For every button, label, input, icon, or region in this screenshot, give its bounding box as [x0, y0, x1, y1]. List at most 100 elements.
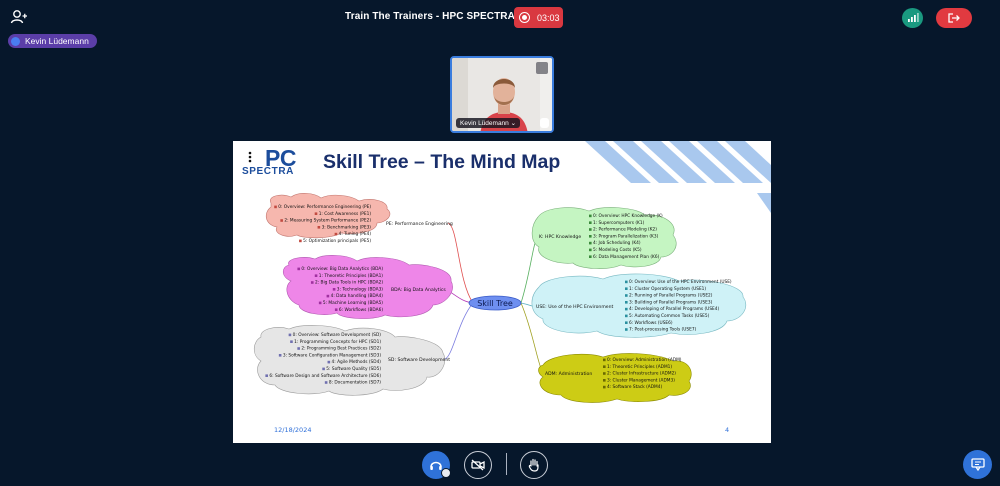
- mind-map-item-k-1[interactable]: 1: Supercomputers (K1): [593, 220, 645, 226]
- mind-map-item-use-2[interactable]: 2: Running of Parallel Programs (USE2): [629, 293, 713, 299]
- mind-map-item-sd-1[interactable]: 1: Programming Concepts for HPC (SD1): [294, 339, 381, 345]
- mind-map-item-bda-3[interactable]: 3: Technology (BDA3): [337, 286, 384, 292]
- branch-label-k[interactable]: K: HPC Knowledge: [539, 234, 581, 240]
- center-label: Skill Tree: [477, 299, 513, 308]
- mind-map-item-sd-6[interactable]: 6: Software Design and Software Architec…: [269, 373, 381, 379]
- mind-map-item-adm-1[interactable]: 1: Theoretic Principles (ADM1): [607, 364, 672, 370]
- mind-map-item-k-5[interactable]: 5: Modeling Costs (K5): [593, 247, 642, 253]
- leave-meeting-button[interactable]: [936, 8, 972, 28]
- mind-map-item-sd-2[interactable]: 2: Programming Best Practices (SD2): [301, 346, 381, 352]
- mind-map-item-use-7[interactable]: 7: Post-processing Tools (USE7): [629, 327, 697, 333]
- manage-users-icon[interactable]: [10, 9, 28, 25]
- center-node[interactable]: Skill Tree: [468, 295, 522, 311]
- mind-map-item-icon: [589, 235, 592, 238]
- webcam-tile[interactable]: Kevin Lüdemann ⌄: [450, 56, 554, 133]
- mind-map-item-use-4[interactable]: 4: Developing of Parallel Programs (USE4…: [629, 306, 720, 312]
- mind-map-item-bda-0[interactable]: 0: Overview: Big Data Analytics (BDA): [301, 266, 383, 272]
- audio-settings-badge[interactable]: [441, 468, 451, 478]
- mind-map-item-icon: [310, 281, 314, 284]
- mind-map-item-pe-3[interactable]: 3: Benchmarking (PE3): [322, 224, 372, 230]
- items-use: 0: Overview: Use of the HPC Environment …: [625, 279, 732, 333]
- record-icon: [519, 12, 530, 23]
- mind-map-item-use-0[interactable]: 0: Overview: Use of the HPC Environment …: [629, 279, 732, 285]
- slide-page-number: 4: [725, 426, 730, 434]
- mind-map-item-icon: [280, 219, 283, 222]
- mind-map-item-adm-4[interactable]: 4: Software Stack (ADM4): [607, 384, 662, 390]
- mind-map-item-icon: [334, 308, 338, 311]
- items-pe: 0: Overview: Performance Engineering (PE…: [274, 204, 371, 244]
- hand-icon: [528, 458, 539, 472]
- mind-map-item-sd-0[interactable]: 0: Overview: Software Development (SD): [293, 332, 382, 338]
- mind-map-item-icon: [318, 301, 322, 305]
- mind-map-item-icon: [332, 288, 336, 291]
- connection-status-button[interactable]: [902, 8, 923, 28]
- mind-map-item-bda-2[interactable]: 2: Big Data Tools in HPC (BDA2): [315, 280, 383, 286]
- mind-map-item-use-6[interactable]: 6: Workflows (USE6): [629, 320, 673, 326]
- expand-icon[interactable]: [536, 62, 548, 74]
- slide-date: 12/18/2024: [274, 426, 312, 434]
- adm-cloud: [538, 353, 692, 403]
- meeting-title: Train The Trainers - HPC SPECTRA: [345, 11, 515, 22]
- branch-label-adm[interactable]: ADM: Administration: [545, 371, 592, 377]
- recording-indicator[interactable]: 03:03: [514, 7, 563, 28]
- mind-map-item-sd-7[interactable]: 8: Documentation (SD7): [329, 380, 381, 386]
- mind-map-item-icon: [625, 287, 628, 290]
- mind-map-item-pe-4[interactable]: 4: Tuning (PE4): [339, 231, 372, 237]
- branch-label-pe[interactable]: PE: Performance Engineering: [386, 221, 453, 227]
- mind-map-item-adm-0[interactable]: 0: Overview: Administration (ADM): [607, 357, 682, 363]
- mind-map-item-bda-4[interactable]: 4: Data handling (BDA4): [331, 293, 384, 299]
- mind-map-item-pe-5[interactable]: 5: Optimization principals (PE5): [303, 238, 371, 244]
- mind-map-item-icon: [327, 360, 331, 364]
- mind-map-item-sd-3[interactable]: 3: Software Configuration Management (SD…: [283, 352, 381, 358]
- mind-map-item-bda-1[interactable]: 1: Theoretic Principles (BDA1): [319, 273, 384, 279]
- mind-map-item-use-1[interactable]: 1: Cluster Operating System (USE1): [629, 286, 706, 292]
- branch-label-use[interactable]: USE: Use of the HPC Environment: [536, 304, 614, 310]
- mind-map-item-k-4[interactable]: 4: Job Scheduling (K4): [593, 240, 641, 246]
- mind-map-item-adm-3[interactable]: 3: Cluster Management (ADM3): [607, 377, 675, 383]
- mind-map-item-icon: [297, 347, 300, 350]
- mind-map-item-icon: [326, 294, 330, 298]
- mind-map-item-icon: [603, 379, 606, 382]
- mind-map-item-pe-1[interactable]: 1: Cost Awareness (PE1): [319, 211, 372, 217]
- mind-map-item-icon: [589, 221, 592, 224]
- presentation-slide: Skill Tree PE: Performance Engineering B…: [233, 141, 771, 443]
- mind-map-item-icon: [603, 358, 606, 362]
- presenter-tag[interactable]: Kevin Lüdemann: [8, 34, 97, 48]
- branch-label-bda[interactable]: BDA: Big Data Analytics: [391, 287, 446, 293]
- raise-hand-button[interactable]: [520, 451, 548, 479]
- mind-map-item-icon: [314, 274, 318, 277]
- logo-spectra: SPECTRA: [242, 166, 294, 177]
- webcam-name-label[interactable]: Kevin Lüdemann ⌄: [456, 118, 521, 128]
- mind-map-item-use-3[interactable]: 3: Building of Parallel Programs (USE3): [629, 299, 713, 305]
- mind-map-item-icon: [625, 328, 628, 331]
- mind-map-item-sd-5[interactable]: 5: Software Quality (SD5): [326, 366, 381, 372]
- mind-map-item-icon: [603, 365, 606, 368]
- mind-map-item-k-6[interactable]: 6: Data Management Plan (K6): [593, 254, 660, 260]
- mind-map-item-icon: [625, 280, 628, 284]
- webcam-name: Kevin Lüdemann: [460, 120, 509, 127]
- controls-divider: [506, 453, 507, 475]
- mind-map-item-bda-5[interactable]: 5: Machine Learning (BDA5): [323, 300, 383, 306]
- mind-map-item-icon: [314, 212, 318, 215]
- sd-cloud: [253, 325, 446, 396]
- chat-button[interactable]: [963, 450, 992, 479]
- mind-map-item-pe-2[interactable]: 2: Measuring System Performance (PE2): [284, 218, 371, 224]
- mind-map-item-k-3[interactable]: 3: Program Parallelization (K3): [593, 233, 659, 239]
- items-adm: 0: Overview: Administration (ADM)1: Theo…: [603, 357, 682, 390]
- mind-map-item-bda-6[interactable]: 6: Workflows (BDA6): [339, 307, 383, 313]
- mind-map-item-pe-0[interactable]: 0: Overview: Performance Engineering (PE…: [278, 204, 371, 210]
- mind-map-item-adm-2[interactable]: 2: Cluster Infrastructure (ADM2): [607, 371, 676, 377]
- presenter-name: Kevin Lüdemann: [25, 36, 89, 46]
- mind-map-item-k-2[interactable]: 2: Performance Modeling (K2): [593, 227, 657, 233]
- k-cloud: [531, 207, 677, 269]
- branch-label-sd[interactable]: SD: Software Development: [388, 357, 450, 363]
- slide-menu-icon[interactable]: [248, 150, 252, 164]
- leave-icon: [948, 13, 960, 23]
- mind-map-item-icon: [334, 232, 338, 236]
- mind-map-item-icon: [625, 321, 628, 324]
- video-button[interactable]: [464, 451, 492, 479]
- mind-map-item-sd-4[interactable]: 4: Agile Methods (SD4): [332, 359, 382, 365]
- mind-map-item-use-5[interactable]: 5: Automating Common Tasks (USE5): [629, 313, 710, 319]
- mind-map-item-k-0[interactable]: 0: Overview: HPC Knowledge (K): [593, 213, 663, 219]
- mind-map-item-icon: [290, 340, 293, 343]
